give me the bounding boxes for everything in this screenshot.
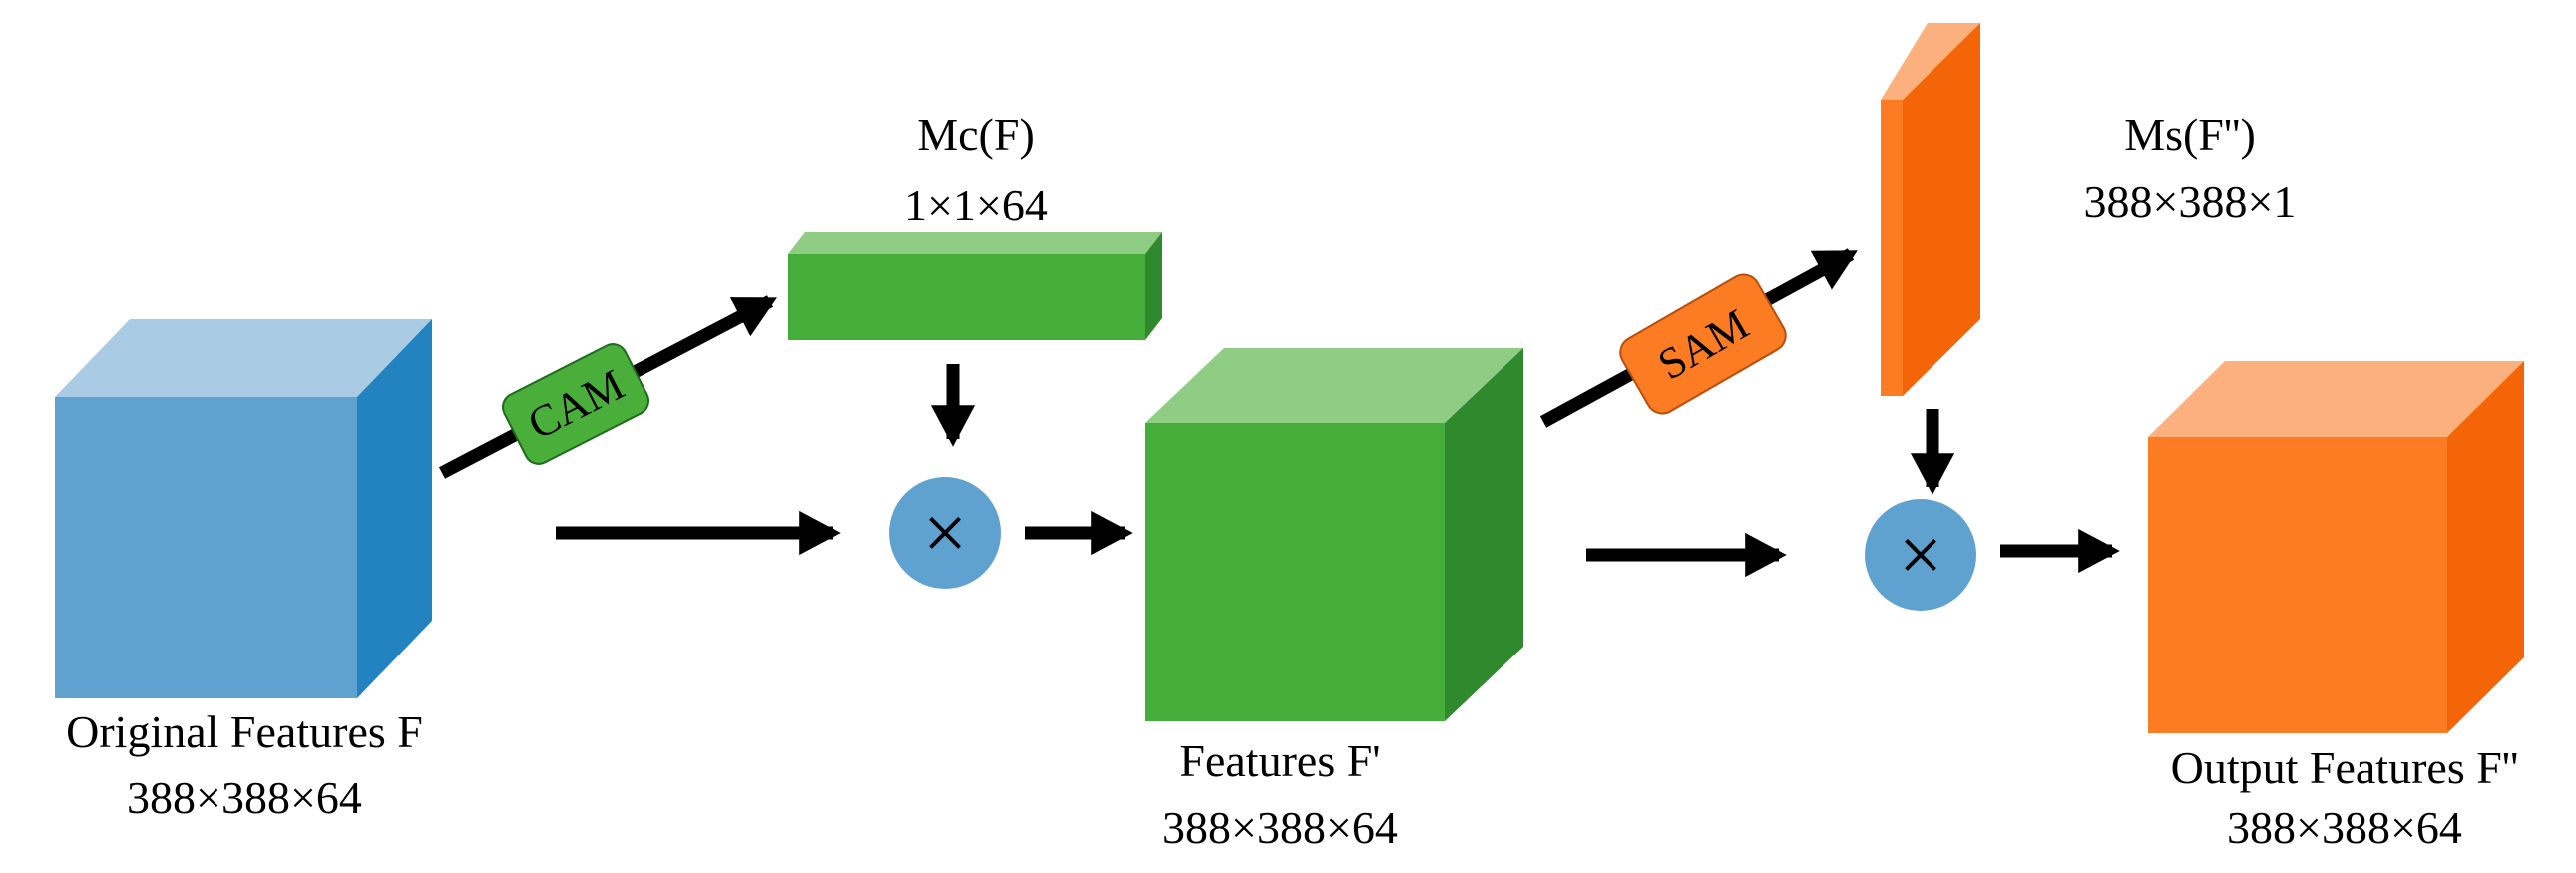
- bar-side: [1145, 232, 1162, 340]
- output-features-dims: 388×388×64: [2227, 802, 2462, 853]
- multiply-2-symbol: ×: [1899, 511, 1942, 598]
- cube-front: [1145, 423, 1445, 721]
- slab-front: [1881, 100, 1903, 396]
- slab-top: [1881, 23, 1980, 100]
- cube-top: [1145, 348, 1523, 423]
- output-features-name: Output Features F'': [2171, 742, 2519, 793]
- cube-top: [2148, 361, 2524, 437]
- original-features-dims: 388×388×64: [127, 772, 362, 823]
- cube-side: [357, 319, 432, 698]
- original-features-name: Original Features F: [66, 706, 423, 757]
- bar-front: [788, 254, 1145, 340]
- slab-side: [1903, 23, 1980, 396]
- multiply-operator-2: ×: [1865, 499, 1976, 611]
- features-prime-dims: 388×388×64: [1162, 802, 1398, 853]
- original-features-cube: [55, 319, 432, 698]
- spatial-map-name: Ms(F''): [2124, 109, 2256, 160]
- channel-attention-map: [788, 232, 1162, 340]
- channel-map-name: Mc(F): [917, 109, 1035, 160]
- bar-top: [788, 232, 1162, 254]
- multiply-operator-1: ×: [889, 477, 1001, 589]
- spatial-map-dims: 388×388×1: [2084, 176, 2297, 226]
- multiply-1-symbol: ×: [923, 489, 967, 576]
- cube-top: [55, 319, 432, 397]
- sam-tag: SAM: [1619, 273, 1787, 415]
- cam-tag: CAM: [501, 343, 650, 465]
- cube-side: [2447, 361, 2524, 733]
- cube-front: [55, 397, 357, 698]
- features-prime-name: Features F': [1179, 735, 1380, 786]
- cube-front: [2148, 437, 2447, 733]
- features-prime-cube: [1145, 348, 1523, 721]
- cube-side: [1445, 348, 1523, 721]
- channel-map-dims: 1×1×64: [904, 180, 1048, 230]
- output-features-cube: [2148, 361, 2524, 733]
- spatial-attention-map: [1881, 23, 1980, 396]
